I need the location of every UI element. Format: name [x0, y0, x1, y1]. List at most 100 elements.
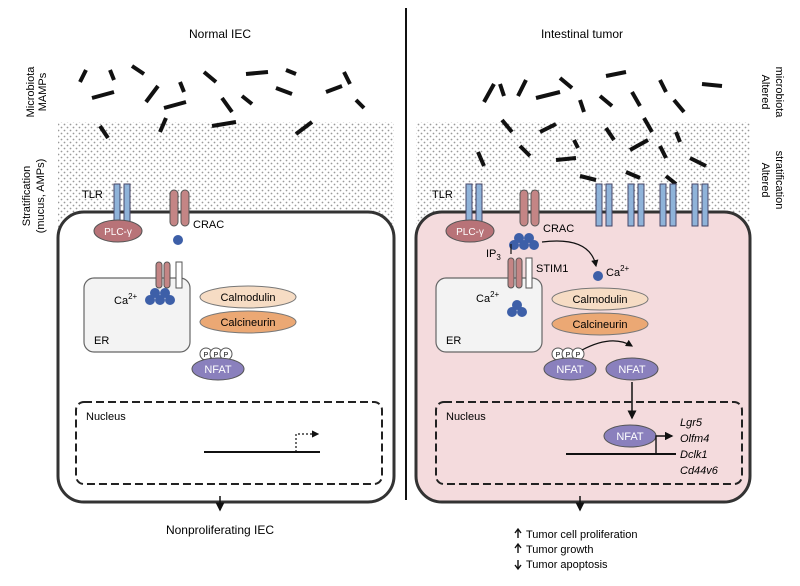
down-arrow-icon	[514, 560, 522, 571]
bacterium	[572, 139, 580, 149]
svg-text:Altered: Altered	[759, 163, 771, 198]
right-nucleus-label: Nucleus	[446, 411, 486, 423]
right-side-label-stratification: stratification	[773, 151, 785, 210]
bacterium	[578, 99, 586, 113]
svg-text:P: P	[566, 352, 571, 359]
right-ip3-label: IP3	[486, 248, 501, 262]
bacterium	[516, 79, 528, 97]
right-calcineurin	[551, 312, 649, 336]
outcome-proliferation: Tumor cell proliferation	[526, 529, 637, 541]
bacterium	[245, 70, 269, 76]
right-ca-ion	[593, 271, 603, 281]
bacterium	[605, 70, 627, 78]
svg-text:stratification: stratification	[773, 151, 785, 210]
bacterium	[535, 90, 561, 100]
left-calcineurin-label: Calcineurin	[220, 317, 275, 329]
bacterium	[240, 94, 254, 106]
right-ca-er-cluster	[507, 300, 527, 317]
bacterium	[518, 144, 532, 158]
right-outcome-list: Tumor cell proliferation Tumor growth Tu…	[514, 527, 637, 571]
bacterium	[294, 120, 314, 136]
right-plc-label: PLC-γ	[456, 227, 484, 238]
left-nucleus	[75, 401, 383, 485]
bacterium	[674, 131, 682, 143]
gene-olfm4: Olfm4	[680, 433, 709, 445]
left-tlr-label: TLR	[82, 189, 103, 201]
right-tlr-cluster	[595, 183, 709, 227]
bacterium	[178, 81, 186, 93]
right-side-label-altered: Altered	[759, 75, 771, 110]
bacterium	[130, 64, 146, 76]
bacterium	[220, 96, 234, 114]
left-plc-gamma	[93, 219, 143, 243]
bacterium	[91, 90, 115, 100]
svg-text:(mucus, AMPs): (mucus, AMPs)	[35, 159, 47, 234]
bacterium	[144, 84, 160, 104]
left-ca-ion	[173, 235, 183, 245]
right-nfat-nucleus-label: NFAT	[616, 431, 644, 443]
right-nfat-free	[605, 357, 659, 381]
svg-text:microbiota: microbiota	[773, 67, 785, 119]
right-calmodulin-label: Calmodulin	[572, 294, 627, 306]
bacterium	[672, 98, 686, 114]
left-calmodulin-label: Calmodulin	[220, 292, 275, 304]
bacterium	[500, 118, 514, 134]
right-stim1-label: STIM1	[536, 263, 568, 275]
bacterium	[163, 100, 187, 110]
right-er	[435, 277, 543, 353]
left-nfat-label: NFAT	[204, 364, 232, 376]
bacterium	[342, 71, 352, 85]
bacterium	[689, 156, 707, 168]
left-calmodulin	[199, 285, 297, 309]
right-nfat-label: NFAT	[556, 364, 584, 376]
right-crac-label: CRAC	[543, 223, 574, 235]
right-ca-er-label: Ca2+	[476, 290, 500, 305]
right-ca-release-arrow	[541, 240, 599, 268]
bacterium	[629, 138, 649, 152]
up-arrow-icon	[514, 542, 522, 553]
left-ca-er-label: Ca2+	[114, 292, 138, 307]
right-crac-channel	[519, 189, 540, 227]
bacterium	[498, 83, 506, 97]
right-ip3-cluster	[509, 233, 539, 250]
bacterium	[202, 70, 218, 84]
svg-text:MAMPs: MAMPs	[37, 72, 49, 111]
left-side-label-mucus: (mucus, AMPs)	[35, 159, 47, 234]
left-crac-label: CRAC	[193, 219, 224, 231]
right-side-label-altered2: Altered	[759, 163, 771, 198]
right-side-label-microbiota: microbiota	[773, 67, 785, 119]
bacterium	[579, 174, 597, 182]
left-side-label-stratification: Stratification	[21, 166, 33, 227]
bacterium	[108, 69, 116, 81]
left-bacteria	[78, 64, 366, 140]
gene-lgr5: Lgr5	[680, 417, 703, 429]
bacterium	[275, 86, 293, 96]
svg-text:P: P	[224, 352, 229, 359]
right-bacteria	[476, 70, 723, 186]
bacterium	[701, 82, 723, 88]
bacterium	[558, 76, 574, 90]
bacterium	[604, 126, 616, 142]
left-calcineurin	[199, 310, 297, 334]
left-ca-cluster	[145, 288, 175, 305]
right-nfat-free-label: NFAT	[618, 364, 646, 376]
left-crac-channel	[169, 189, 190, 227]
bacterium	[482, 83, 496, 103]
gene-cd44v6: Cd44v6	[680, 465, 719, 477]
bacterium	[625, 170, 641, 180]
gene-dclk1: Dclk1	[680, 449, 708, 461]
right-er-label: ER	[446, 335, 461, 347]
outcome-growth: Tumor growth	[526, 544, 593, 556]
bacterium	[630, 91, 642, 107]
right-dephospho-arrow	[581, 339, 634, 351]
left-panel-title: Normal IEC	[189, 27, 251, 41]
right-ca-label: Ca2+	[606, 264, 630, 279]
svg-text:Altered: Altered	[759, 75, 771, 110]
right-calcineurin-label: Calcineurin	[572, 319, 627, 331]
bacterium	[642, 117, 654, 133]
bacterium	[658, 145, 668, 159]
left-nfat	[191, 357, 245, 381]
bacterium	[598, 94, 614, 108]
